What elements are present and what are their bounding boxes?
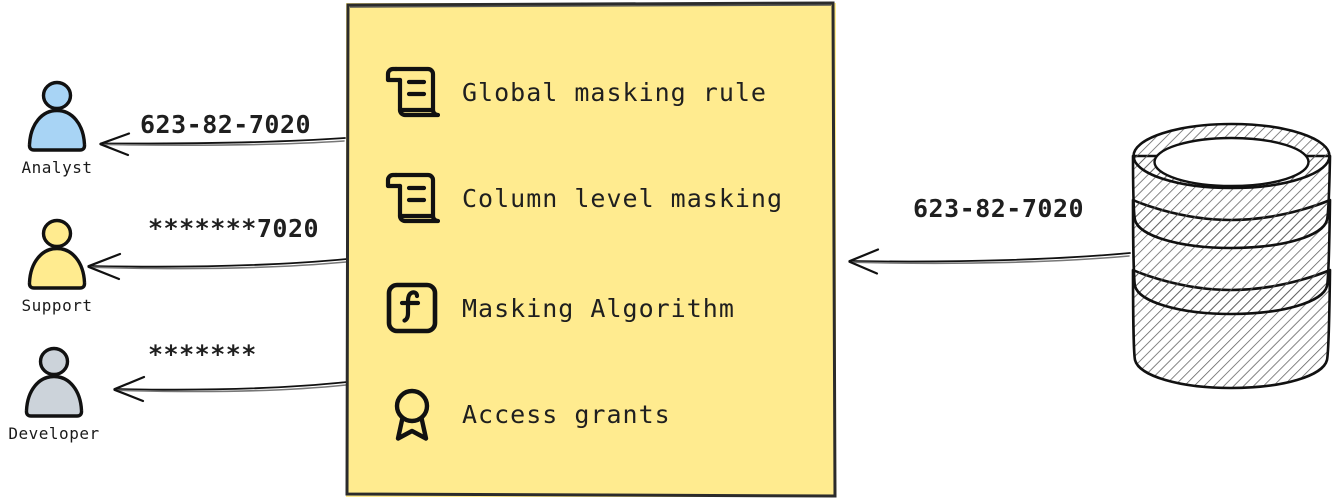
person-icon [24,346,84,418]
actor-developer[interactable]: Developer [0,344,109,442]
scroll-icon [385,66,440,118]
arrow-to-support [87,252,348,281]
flow-label-datastore: 623-82-7020 [913,194,1085,223]
actor-label: Analyst [21,158,93,177]
award-ribbon-icon [394,388,430,441]
policy-panel: Global masking rule Column level masking [346,3,836,497]
arrow-to-developer [113,375,348,403]
person-icon [27,80,87,152]
flow-label-analyst: 623-82-7020 [140,110,312,139]
arrow-to-analyst [99,132,346,157]
actor-support[interactable]: Support [2,216,112,314]
policy-item-access-grants[interactable]: Access grants [384,383,671,445]
policy-item-label: Access grants [462,399,671,429]
policy-item-global-masking-rule[interactable]: Global masking rule [384,61,767,123]
actor-label: Developer [8,424,100,443]
person-icon [27,218,87,290]
policy-item-label: Column level masking [462,183,784,213]
scroll-icon [385,172,440,224]
database-cylinder-icon [1131,122,1332,390]
policy-item-column-level-masking[interactable]: Column level masking [384,167,783,229]
arrow-from-datastore [848,248,1131,275]
function-box-icon [386,282,438,334]
datastore-database[interactable] [1125,118,1340,398]
flow-label-developer: ******* [148,340,257,369]
actor-analyst[interactable]: Analyst [2,78,112,176]
policy-item-label: Masking Algorithm [462,293,735,323]
flow-label-support: *******7020 [148,214,320,243]
policy-item-label: Global masking rule [462,77,767,107]
policy-list: Global masking rule Column level masking [346,3,836,497]
actor-label: Support [21,296,93,315]
policy-item-masking-algorithm[interactable]: Masking Algorithm [384,277,735,339]
